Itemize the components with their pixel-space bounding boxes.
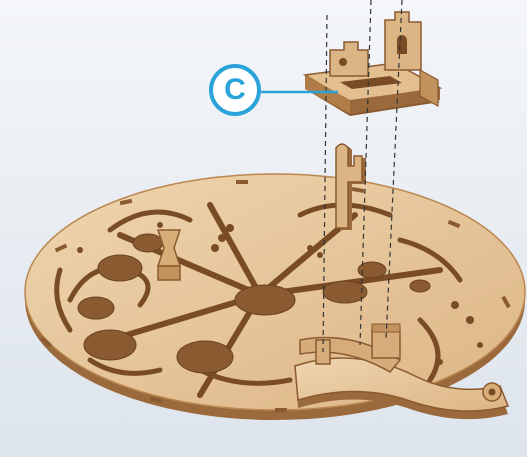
hourglass-post — [158, 230, 180, 280]
callout-marker-c: C — [209, 64, 261, 116]
callout-label: C — [224, 73, 246, 107]
